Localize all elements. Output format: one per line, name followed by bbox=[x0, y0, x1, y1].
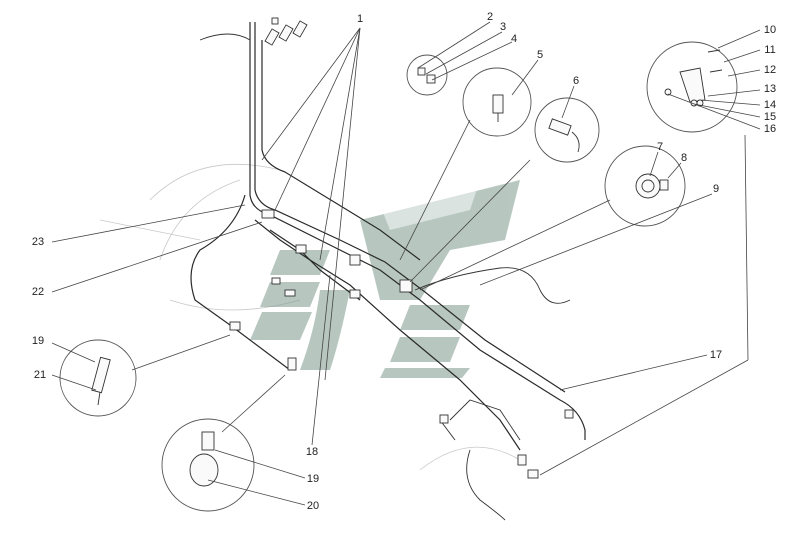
callout-7: 7 bbox=[657, 141, 663, 153]
callout-12: 12 bbox=[764, 64, 776, 76]
detail-circle-19-21 bbox=[59, 339, 137, 417]
top-connectors bbox=[264, 17, 308, 46]
callout-5: 5 bbox=[537, 49, 543, 61]
callout-16: 16 bbox=[764, 123, 776, 135]
callout-3: 3 bbox=[500, 21, 506, 33]
detail-circle-19-20 bbox=[161, 418, 255, 512]
callout-4: 4 bbox=[511, 33, 517, 45]
callout-17: 17 bbox=[710, 349, 722, 361]
callout-19-left: 19 bbox=[32, 335, 44, 347]
detail-circle-5 bbox=[462, 67, 532, 137]
callout-10: 10 bbox=[764, 24, 776, 36]
detail-circle-10-16 bbox=[646, 41, 738, 133]
leader-lines bbox=[51, 21, 761, 506]
callout-15: 15 bbox=[764, 111, 776, 123]
callout-18: 18 bbox=[306, 446, 318, 458]
callout-9: 9 bbox=[713, 183, 719, 195]
detail-circle-2-4 bbox=[406, 54, 448, 96]
callout-1: 1 bbox=[357, 13, 363, 25]
callout-20: 20 bbox=[307, 500, 319, 512]
harness-connectors bbox=[229, 209, 574, 479]
detail-circle-6 bbox=[534, 97, 600, 163]
callout-labels: 1 2 3 4 5 6 7 8 9 10 11 12 13 14 15 16 1… bbox=[32, 11, 776, 512]
callout-22: 22 bbox=[32, 286, 44, 298]
callout-21: 21 bbox=[34, 369, 46, 381]
callout-2: 2 bbox=[487, 11, 493, 23]
callout-11: 11 bbox=[764, 44, 775, 56]
callout-19-bottom: 19 bbox=[307, 473, 319, 485]
detail-circle-7-8 bbox=[604, 145, 686, 227]
callout-13: 13 bbox=[764, 83, 776, 95]
callout-8: 8 bbox=[681, 152, 687, 164]
callout-14: 14 bbox=[764, 99, 776, 111]
callout-6: 6 bbox=[573, 75, 579, 87]
watermark-logo bbox=[250, 180, 520, 378]
callout-23: 23 bbox=[32, 236, 44, 248]
